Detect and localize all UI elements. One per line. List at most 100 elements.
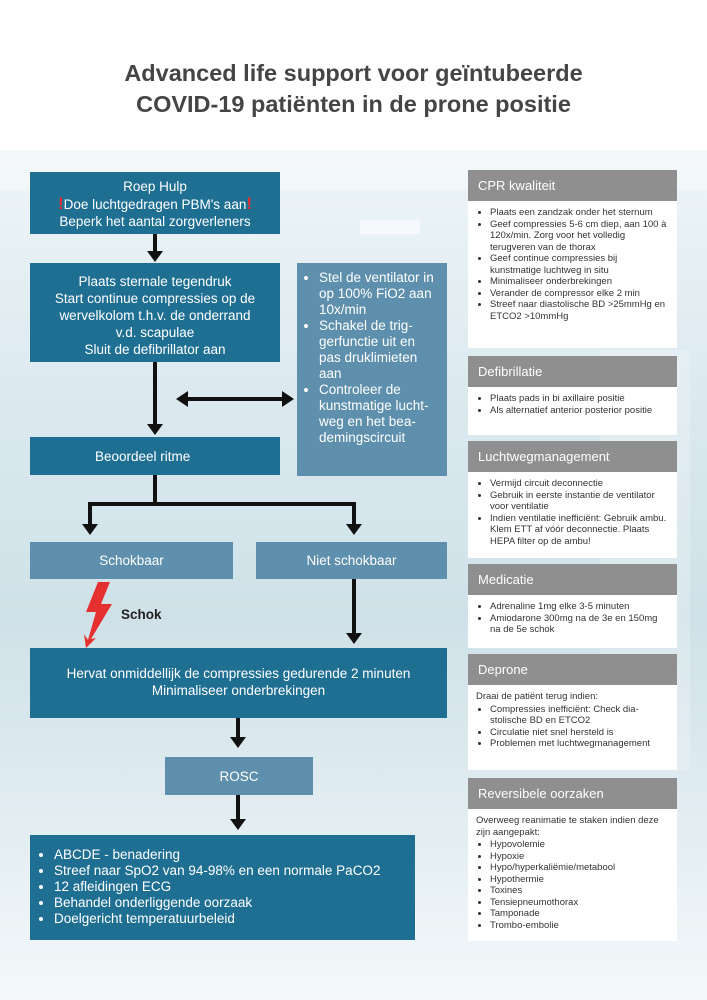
defibrillation-header: Defibrillatie [468,356,677,387]
cpr-item: Verander de compressor elke 2 min [490,288,669,300]
reversible-causes-body: Overweeg reanimatie te staken indien dez… [468,809,677,941]
airway-body: Vermijd circuit deconnectie Gebruik in e… [468,472,677,558]
ventilator-box: Stel de ventilator in op 100% FiO2 aan 1… [297,263,447,476]
double-arrow-left-head [176,391,188,407]
flow-arrow-head [82,524,98,535]
rosc-label: ROSC [219,769,259,784]
assess-rhythm-box: Beoordeel ritme [30,437,280,475]
shockable-label: Schokbaar [99,553,164,568]
post-rosc-box: ABCDE - benadering Streef naar SpO2 van … [30,835,415,940]
defibrillation-body: Plaats pads in bi axillaire positie Als … [468,387,677,435]
airway-item: Gebruik in eerste instantie de venti­lat… [490,490,669,513]
sternal-line-5: Sluit de defibrillator aan [84,342,226,357]
post-rosc-item: Doelgericht temperatuurbeleid [54,911,407,927]
deprone-item: Problemen met luchtwegmanage­ment [490,738,669,750]
flow-arrow-head [147,251,163,262]
sternal-pressure-box: Plaats sternale tegendruk Start continue… [30,263,280,362]
airway-header: Luchtwegmanagement [468,441,677,472]
post-rosc-item: Streef naar SpO2 van 94-98% en een norma… [54,863,407,879]
defib-item: Als alternatief anterior posterior posit… [490,405,669,417]
flow-arrow-line [236,795,240,820]
page-title: Advanced life support voor geïntubeerde … [0,58,707,120]
defib-item: Plaats pads in bi axillaire positie [490,393,669,405]
flow-split-line [88,502,356,506]
deprone-item: Compressies inefficiënt: Check dia­stoli… [490,704,669,727]
assess-rhythm-label: Beoordeel ritme [95,449,191,464]
flow-arrow-head [346,524,362,535]
medication-list: Adrenaline 1mg elke 3-5 minuten Amiodaro… [476,601,669,636]
deprone-header: Deprone [468,654,677,685]
ventilator-item: Stel de ventilator in op 100% FiO2 aan 1… [319,270,439,318]
cause-item: Hypovolemie [490,839,669,851]
cause-item: Trombo-embolie [490,920,669,932]
title-line-1: Advanced life support voor geïntubeerde [124,60,583,86]
sternal-line-4: v.d. scapulae [115,325,195,340]
lightning-icon [84,582,112,648]
cpr-item: Streef naar diastolische BD >25mmHg en E… [490,299,669,322]
cpr-item: Geef compressies 5-6 cm diep, aan 100 à … [490,219,669,254]
airway-item: Indien ventilatie inefficiënt: Gebruik a… [490,513,669,548]
medication-header: Medicatie [468,564,677,595]
airway-list: Vermijd circuit deconnectie Gebruik in e… [476,478,669,547]
flow-arrow-head [147,424,163,435]
cause-item: Hypo/hyperkaliëmie/metabool [490,862,669,874]
call-help-line-3: Beperk het aantal zorgverleners [59,214,251,229]
cause-item: Tensiepneumothorax [490,897,669,909]
flow-arrow-line [352,502,356,525]
call-help-line-2: !Doe luchtgedragen PBM's aan! [30,195,280,213]
defib-list: Plaats pads in bi axillaire positie Als … [476,393,669,416]
not-shockable-label: Niet schokbaar [306,553,397,568]
causes-intro: Overweeg reanimatie te staken indien dez… [476,815,659,838]
resume-line-1: Hervat onmiddellijk de compressies gedur… [66,666,411,681]
title-line-2: COVID-19 patiënten in de prone positie [136,91,571,117]
exclamation-icon: ! [246,194,253,213]
flow-arrow-head [230,819,246,830]
shock-label: Schok [121,607,162,622]
flow-arrow-head [346,633,362,644]
medication-item: Amiodarone 300mg na de 3e en 150mg na de… [490,613,669,636]
deprone-body: Draai de patiënt terug indien: Compressi… [468,685,677,770]
cpr-quality-header: CPR kwaliteit [468,170,677,201]
rosc-box: ROSC [165,757,313,795]
reversible-causes-header: Reversibele oorzaken [468,778,677,809]
causes-list: Hypovolemie Hypoxie Hypo/hyperkaliëmie/m… [476,839,669,931]
sternal-line-2: Start continue compressies op de [54,291,256,306]
airway-item: Vermijd circuit deconnectie [490,478,669,490]
flow-arrow-line [88,502,92,525]
cause-item: Tamponade [490,908,669,920]
shockable-box: Schokbaar [30,542,233,579]
call-help-box: Roep Hulp !Doe luchtgedragen PBM's aan! … [30,172,280,234]
ventilator-item: Controleer de kunstmatige lucht­weg en h… [319,382,439,446]
flow-arrow-line [153,234,157,252]
cause-item: Hypothermie [490,874,669,886]
deprone-list: Compressies inefficiënt: Check dia­stoli… [476,704,669,750]
not-shockable-box: Niet schokbaar [256,542,447,579]
double-arrow-line [186,397,284,401]
sternal-line-1: Plaats sternale tegendruk [78,274,232,289]
ventilator-list: Stel de ventilator in op 100% FiO2 aan 1… [305,270,439,446]
medication-body: Adrenaline 1mg elke 3-5 minuten Amiodaro… [468,595,677,648]
resume-line-2: Minimaliseer onderbrekingen [151,683,326,698]
cpr-item: Minimaliseer onderbrekingen [490,276,669,288]
post-rosc-item: Behandel onderliggende oorzaak [54,895,407,911]
deprone-intro: Draai de patiënt terug indien: [476,691,598,702]
cpr-item: Plaats een zandzak onder het sternum [490,207,669,219]
ventilator-item: Schakel de trig­gerfunctie uit en pas dr… [319,318,439,382]
call-help-line-1: Roep Hulp [123,179,187,194]
resume-compressions-box: Hervat onmiddellijk de compressies gedur… [30,648,447,718]
flow-arrow-line [236,718,240,738]
post-rosc-item: 12 afleidingen ECG [54,879,407,895]
flow-arrow-line [352,579,356,634]
cpr-item: Geef continue compressies bij kunstmatig… [490,253,669,276]
exclamation-icon: ! [57,194,64,213]
cpr-quality-body: Plaats een zandzak onder het sternum Gee… [468,201,677,348]
cause-item: Hypoxie [490,851,669,863]
sternal-line-3: wervelkolom t.h.v. de onderrand [59,308,251,323]
cpr-quality-list: Plaats een zandzak onder het sternum Gee… [476,207,669,322]
double-arrow-right-head [282,391,294,407]
medication-item: Adrenaline 1mg elke 3-5 minuten [490,601,669,613]
ppe-text: Doe luchtgedragen PBM's aan [63,197,247,212]
post-rosc-list: ABCDE - benadering Streef naar SpO2 van … [38,847,407,927]
cause-item: Toxines [490,885,669,897]
flow-arrow-head [230,737,246,748]
